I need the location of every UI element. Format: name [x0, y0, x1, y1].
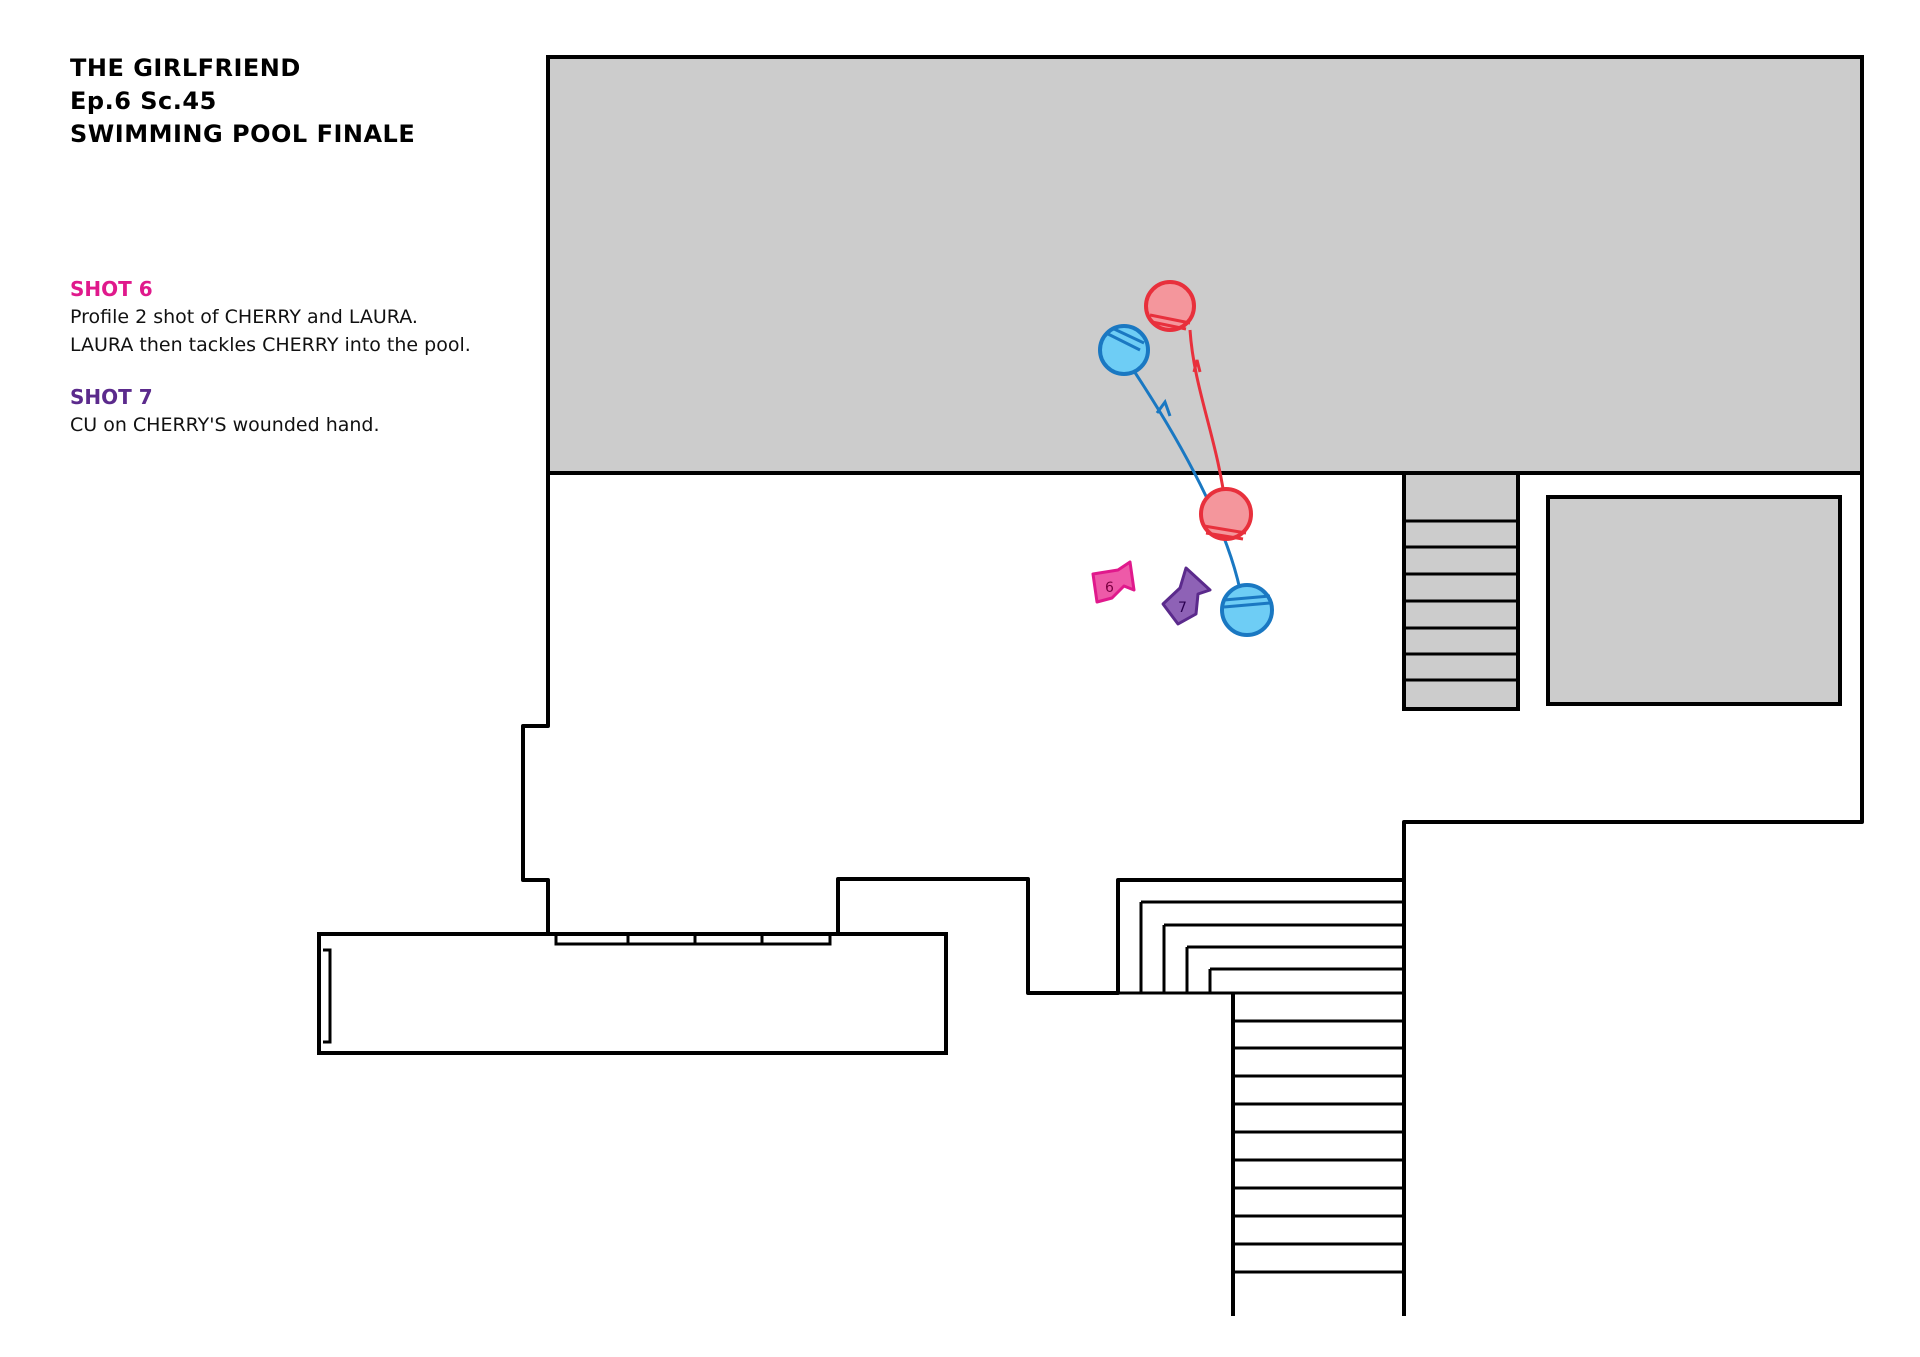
title-block: THE GIRLFRIEND Ep.6 Sc.45 SWIMMING POOL …	[70, 52, 415, 151]
deck-walls	[521, 471, 1864, 1316]
red-path	[1188, 329, 1228, 511]
shot-7-desc-line-1: CU on CHERRY'S wounded hand.	[70, 414, 380, 436]
scene-title: SWIMMING POOL FINALE	[70, 120, 416, 148]
shot-6-desc-line-2: LAURA then tackles CHERRY into the pool.	[70, 334, 471, 356]
red-arrow	[1192, 359, 1202, 373]
shot-6-title: SHOT 6	[70, 277, 153, 301]
exterior-stairs	[1116, 880, 1404, 1274]
shot-notes: SHOT 6 Profile 2 shot of CHERRY and LAUR…	[70, 275, 530, 463]
character-red-end	[1144, 280, 1196, 332]
camera-7-label: 7	[1178, 600, 1187, 616]
lower-structure	[317, 932, 948, 1055]
shot-6-desc-line-1: Profile 2 shot of CHERRY and LAURA.	[70, 306, 418, 328]
pool-steps	[1402, 471, 1520, 711]
shot-6-note: SHOT 6 Profile 2 shot of CHERRY and LAUR…	[70, 275, 530, 359]
spa-area	[1546, 495, 1842, 706]
blue-path	[1128, 364, 1244, 601]
character-blue-end	[1098, 324, 1150, 376]
pool	[546, 55, 1864, 475]
shot-7-title: SHOT 7	[70, 385, 153, 409]
camera-7-icon: 7	[1161, 566, 1212, 626]
blue-arrow	[1155, 398, 1172, 417]
episode-scene: Ep.6 Sc.45	[70, 87, 217, 115]
camera-6-label: 6	[1105, 580, 1114, 596]
camera-6-icon: 6	[1091, 560, 1136, 604]
show-title: THE GIRLFRIEND	[70, 54, 301, 82]
character-blue-start	[1220, 583, 1274, 637]
pool-area	[546, 55, 1864, 475]
shot-7-note: SHOT 7 CU on CHERRY'S wounded hand.	[70, 383, 530, 439]
character-red-start	[1199, 487, 1253, 541]
pool-steps-area	[1402, 471, 1520, 711]
movement-paths	[1128, 329, 1244, 601]
